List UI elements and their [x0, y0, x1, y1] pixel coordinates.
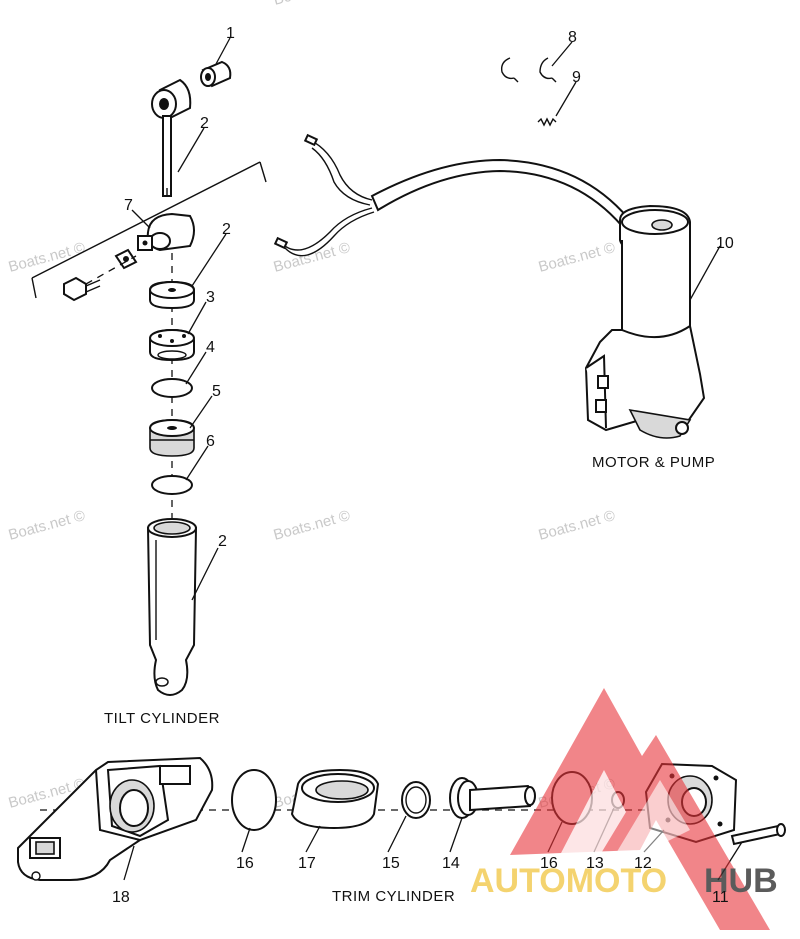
part-2-tilt-cylinder [146, 518, 198, 696]
part-18-housing [17, 756, 214, 881]
callout-16: 16 [236, 855, 254, 872]
part-5-piston [149, 419, 195, 457]
part-2-washer [149, 280, 195, 310]
callout-15: 15 [382, 855, 400, 872]
part-7-clamp [137, 212, 195, 252]
screw-axis-line [85, 255, 137, 285]
part-2-pin-sleeve [151, 78, 192, 197]
watermarks: Boats.net © Boats.net © Boats.net © Boat… [7, 0, 617, 812]
watermark: Boats.net © [272, 507, 352, 544]
callout-16: 16 [540, 855, 558, 872]
part-14-piston-rod [449, 777, 536, 819]
part-4-o-ring [151, 378, 193, 398]
callout-12: 12 [634, 855, 652, 872]
callout-10: 10 [716, 235, 734, 252]
logo-text-automoto: AUTOMOTO [470, 862, 667, 900]
watermark: Boats.net © [537, 507, 617, 544]
callout-5: 5 [212, 383, 221, 400]
callout-8: 8 [568, 29, 577, 46]
callout-3: 3 [206, 289, 215, 306]
callout-11: 11 [712, 889, 729, 906]
part-3-cap [149, 328, 195, 362]
callout-2: 2 [200, 115, 209, 132]
callout-14: 14 [442, 855, 460, 872]
trim-cylinder-caption: TRIM CYLINDER [332, 888, 455, 905]
automotohub-logo: AUTOMOTO HUB [470, 688, 778, 930]
part-6-o-ring [151, 475, 193, 495]
square-nut [114, 248, 138, 270]
part-17-sleeve [290, 768, 380, 830]
motor-pump-caption: MOTOR & PUMP [592, 454, 715, 471]
watermark: Boats.net © [7, 507, 87, 544]
part-7-bracket-frame [31, 161, 267, 299]
callout-2: 2 [222, 221, 231, 238]
callout-2: 2 [218, 533, 227, 550]
callout-6: 6 [206, 433, 215, 450]
part-9-spring [537, 117, 557, 127]
part-1-bushing [200, 60, 232, 88]
callout-7: 7 [124, 197, 133, 214]
part-10-motor-pump [273, 133, 706, 439]
watermark: Boats.net © [537, 239, 617, 276]
callout-18: 18 [112, 889, 130, 906]
part-8-clips [500, 57, 557, 83]
callout-1: 1 [226, 25, 235, 42]
callout-9: 9 [572, 69, 581, 86]
callout-4: 4 [206, 339, 215, 356]
tilt-cylinder-caption: TILT CYLINDER [104, 710, 220, 727]
part-16-o-ring [231, 769, 277, 831]
hex-screw [63, 276, 101, 302]
watermark: Boats.net © [272, 0, 352, 9]
callout-numbers: 1 2 7 2 3 4 5 6 2 8 9 10 16 17 15 14 18 … [112, 25, 734, 906]
logo-text-hub: HUB [704, 862, 778, 900]
part-11-bolt [730, 823, 786, 846]
callout-13: 13 [586, 855, 604, 872]
callout-17: 17 [298, 855, 316, 872]
